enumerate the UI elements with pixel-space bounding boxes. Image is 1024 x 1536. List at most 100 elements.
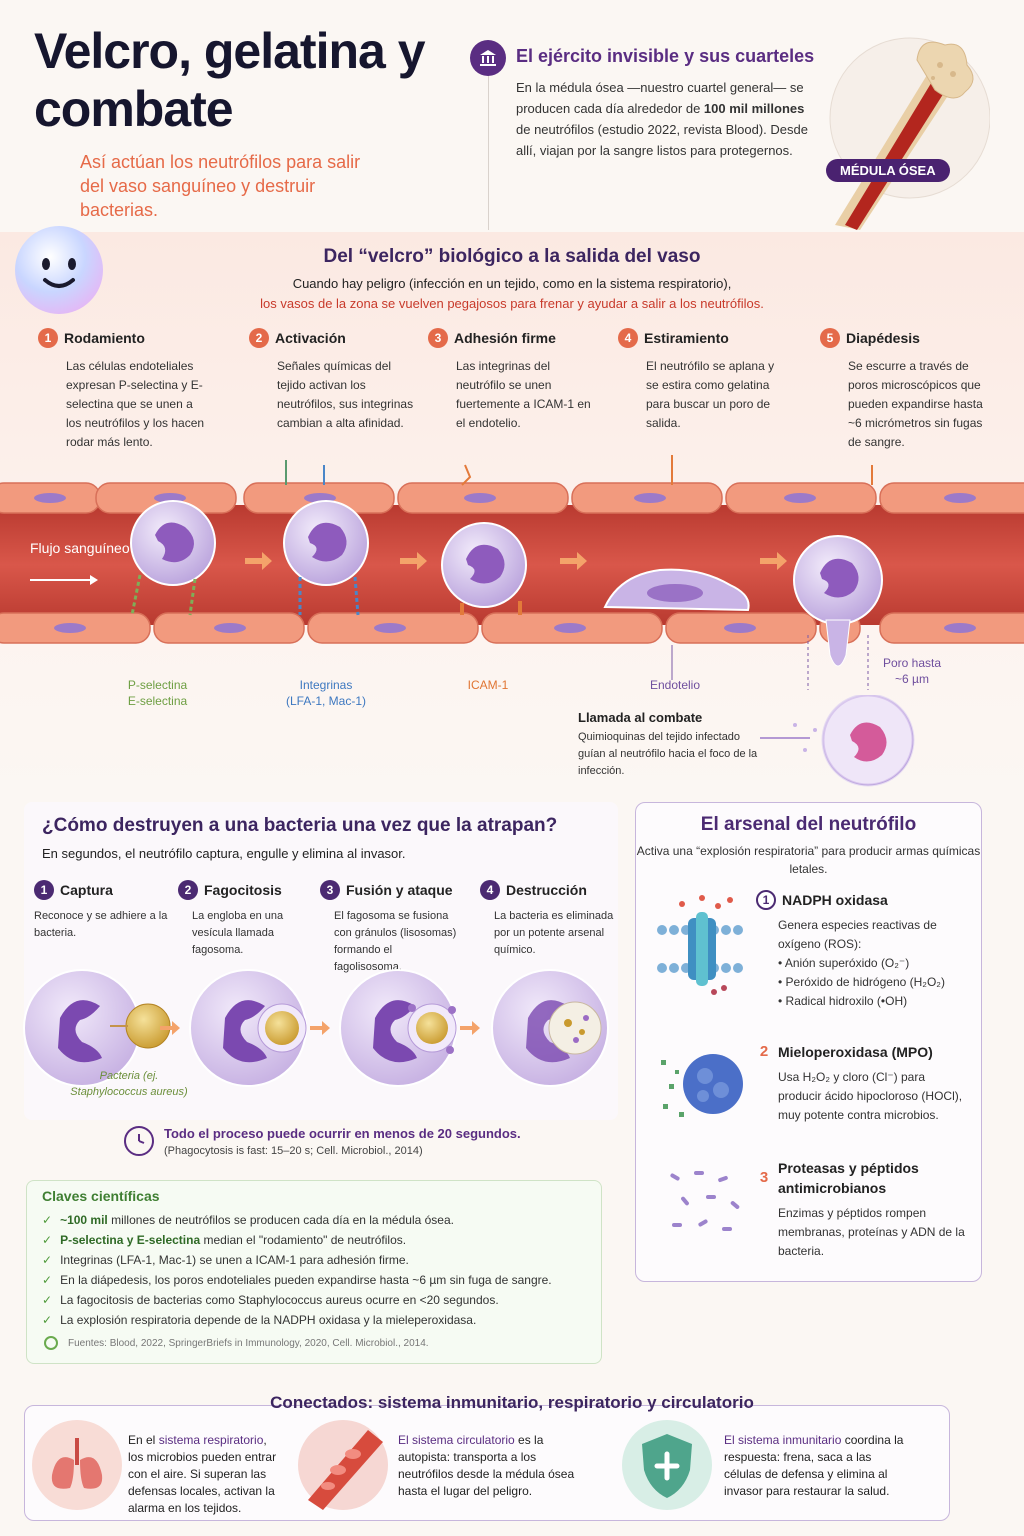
check-icon: ✓ <box>42 1313 53 1327</box>
label-icam: ICAM-1 <box>467 678 509 692</box>
timer-reference: (Phagocytosis is fast: 15–20 s; Cell. Mi… <box>164 1145 423 1157</box>
page-title: Velcro, gelatina y combate <box>34 23 426 137</box>
blood-vessel-icon <box>298 1420 388 1510</box>
step-number: 1 <box>756 890 776 910</box>
magnifier-icon <box>44 1336 58 1350</box>
connected-respiratory: En el sistema respiratorio, los microbio… <box>128 1433 277 1515</box>
step-number: 4 <box>618 328 638 348</box>
step-number: 5 <box>820 328 840 348</box>
check-icon: ✓ <box>42 1213 53 1227</box>
step-text: El neutrófilo se aplana y se estira como… <box>646 359 775 430</box>
connected-immune: El sistema inmunitario coordina la respu… <box>724 1433 904 1498</box>
step-number: 3 <box>320 880 340 900</box>
sources-text: Fuentes: Blood, 2022, SpringerBriefs in … <box>68 1338 429 1349</box>
step-text: Las células endoteliales expresan P-sele… <box>66 359 205 449</box>
step-title: Captura <box>60 882 113 898</box>
step-title: Destrucción <box>506 882 587 898</box>
weapon-title: NADPH oxidasa <box>782 892 888 908</box>
step-title: Estiramiento <box>644 330 729 346</box>
smiley-mascot-icon <box>15 226 103 314</box>
weapon-text: Enzimas y péptidos rompen membranas, pro… <box>778 1206 965 1258</box>
velcro-line-2: los vasos de la zona se vuelven pegajoso… <box>260 296 764 311</box>
check-icon: ✓ <box>42 1253 53 1267</box>
step-text: El fagosoma se fusiona con gránulos (lis… <box>334 910 457 973</box>
key-item: ✓La fagocitosis de bacterias como Staphy… <box>42 1293 499 1307</box>
combat-text: Quimioquinas del tejido infectado guían … <box>578 731 758 777</box>
step-title: Fusión y ataque <box>346 882 453 898</box>
neutrophil-activated <box>283 460 369 616</box>
fusion-cell <box>339 969 457 1087</box>
key-item: ✓P-selectina y E-selectina median el "ro… <box>42 1233 407 1247</box>
step-text: La engloba en una vesícula llamada fagos… <box>192 910 284 956</box>
barracks-icon <box>470 40 506 76</box>
scientific-keys-title: Claves científicas <box>42 1188 160 1204</box>
weapon-nadph: 1 NADPH oxidasa Genera especies reactivas… <box>756 890 971 1011</box>
velcro-line-1: Cuando hay peligro (infección en un teji… <box>292 276 732 291</box>
velcro-step-4: 4 Estiramiento El neutrófilo se aplana y … <box>618 328 788 433</box>
step-text: Las integrinas del neutrófilo se unen fu… <box>456 359 591 430</box>
label-pore: Poro hasta~6 µm <box>882 656 942 686</box>
weapon-proteases: 3 Proteasas y péptidos antimicrobianos En… <box>756 1158 971 1261</box>
destroy-step-2: 2 Fagocitosis La engloba en una vesícula … <box>178 880 318 959</box>
weapon-text: Genera especies reactivas de oxígeno (RO… <box>778 918 945 1008</box>
step-text: Reconoce y se adhiere a la bacteria. <box>34 910 168 939</box>
check-icon: ✓ <box>42 1233 53 1247</box>
header-divider <box>488 40 489 230</box>
destruction-cell <box>491 969 609 1087</box>
velcro-title: Del “velcro” biológico a la salida del v… <box>323 246 701 267</box>
combat-call: Llamada al combate Quimioquinas del teji… <box>578 710 768 780</box>
step-number: 3 <box>428 328 448 348</box>
combat-title: Llamada al combate <box>578 710 703 725</box>
bacteria-label: Pacteria (ej. Staphylococcus aureus) <box>70 1070 188 1098</box>
step-number: 2 <box>249 328 269 348</box>
key-item: ✓En la diápedesis, los poros endoteliale… <box>42 1273 552 1287</box>
army-title: El ejército invisible y sus cuarteles <box>516 46 815 66</box>
step-number: 2 <box>759 1043 769 1060</box>
scientific-keys-box <box>26 1180 602 1364</box>
step-number: 2 <box>178 880 198 900</box>
destroy-step-3: 3 Fusión y ataque El fagosoma se fusiona … <box>320 880 460 976</box>
step-title: Diapédesis <box>846 330 920 346</box>
endothelium-top <box>0 482 1024 514</box>
neutrophil-adhered <box>441 464 527 615</box>
timer-icon <box>124 1126 154 1156</box>
step-text: Se escurre a través de poros microscópic… <box>848 359 983 449</box>
weapon-text: Usa H₂O₂ y cloro (Cl⁻) para producir áci… <box>778 1070 963 1122</box>
label-integrins: Integrinas(LFA-1, Mac-1) <box>285 678 366 708</box>
neutrophil-rolling <box>130 500 216 616</box>
army-text: En la médula ósea —nuestro cuartel gener… <box>516 80 808 158</box>
step-number: 1 <box>34 880 54 900</box>
step-number: 3 <box>759 1169 769 1186</box>
connected-section <box>24 1405 950 1521</box>
step-title: Adhesión firme <box>454 330 556 346</box>
blood-vessel-illustration <box>0 455 1024 690</box>
step-title: Rodamiento <box>64 330 145 346</box>
step-title: Fagocitosis <box>204 882 282 898</box>
neutrophil-flattened <box>603 455 750 680</box>
myeloperoxidase-icon <box>661 1054 743 1117</box>
migrating-neutrophil-illustration <box>760 695 915 787</box>
step-number: 4 <box>480 880 500 900</box>
connected-circulatory: El sistema circulatorio es la autopista:… <box>398 1433 575 1498</box>
phagocytosis-illustration <box>23 969 609 1087</box>
flow-label: Flujo sanguíneo <box>30 540 130 556</box>
destroy-step-1: 1 Captura Reconoce y se adhiere a la bact… <box>34 880 174 942</box>
flow-arrows <box>245 552 787 570</box>
nadph-oxidase-icon <box>657 895 743 995</box>
timer-text: Todo el proceso puede ocurrir en menos d… <box>164 1126 521 1141</box>
protease-peptides-icon <box>670 1171 740 1231</box>
key-item: ✓La explosión respiratoria depende de la… <box>42 1313 477 1327</box>
step-text: Señales químicas del tejido activan los … <box>277 359 414 430</box>
destroy-subtitle: En segundos, el neutrófilo captura, engu… <box>42 846 406 861</box>
arsenal-panel <box>635 802 982 1282</box>
check-icon: ✓ <box>42 1293 53 1307</box>
arsenal-title: El arsenal del neutrófilo <box>700 814 917 835</box>
bone-marrow-illustration <box>815 30 991 230</box>
weapon-title: Proteasas y péptidos antimicrobianos <box>778 1160 919 1196</box>
bone-marrow-badge: MÉDULA ÓSEA <box>826 159 950 182</box>
